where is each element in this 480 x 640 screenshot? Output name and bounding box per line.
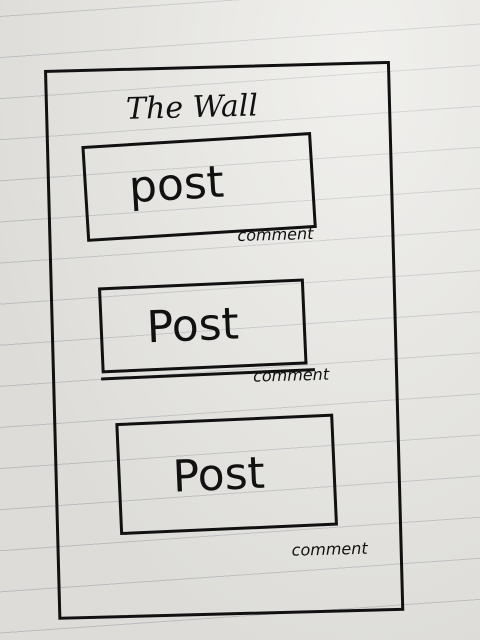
- post-label: Post: [145, 298, 240, 354]
- comment-link[interactable]: comment: [237, 224, 314, 245]
- page-title: The Wall: [125, 88, 259, 127]
- phone-frame: The Wall post comment Post comment Post …: [44, 60, 405, 620]
- comment-link[interactable]: comment: [291, 538, 368, 560]
- post-card[interactable]: Post: [97, 278, 308, 374]
- post-label: Post: [171, 447, 266, 503]
- post-label: post: [127, 156, 226, 214]
- comment-link[interactable]: comment: [252, 364, 330, 386]
- post-card[interactable]: Post: [115, 413, 338, 536]
